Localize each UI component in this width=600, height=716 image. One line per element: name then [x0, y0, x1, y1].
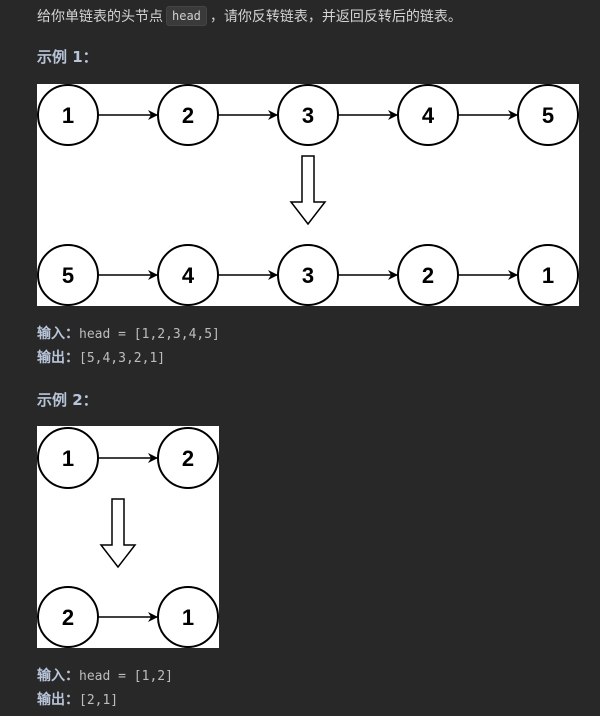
down-arrow-icon	[99, 498, 137, 569]
example-1-diagram-svg: 1 2 3 4 5 5 4 3 2 1	[37, 84, 579, 306]
inline-code-head: head	[166, 6, 207, 26]
input-value: head = [1,2,3,4,5]	[79, 327, 220, 342]
svg-text:1: 1	[542, 263, 554, 288]
node-top-5: 5	[517, 84, 579, 146]
example-1-input: 输入：head = [1,2,3,4,5]	[37, 322, 220, 347]
svg-text:4: 4	[182, 263, 195, 288]
svg-text:2: 2	[182, 103, 194, 128]
node-top-2: 2	[157, 427, 219, 489]
node-bottom-3: 3	[277, 244, 339, 306]
node-top-4: 4	[397, 84, 459, 146]
node-bottom-1: 2	[37, 586, 99, 648]
node-top-1: 1	[37, 84, 99, 146]
node-top-2: 2	[157, 84, 219, 146]
node-bottom-2: 1	[157, 586, 219, 648]
node-top-3: 3	[277, 84, 339, 146]
input-label: 输入：	[37, 668, 79, 684]
output-value: [2,1]	[79, 693, 119, 708]
example-2-output: 输出：[2,1]	[37, 688, 118, 713]
example-2-diagram-svg: 1 2 2 1	[37, 427, 219, 648]
description-text-start: 给你单链表的头节点	[37, 9, 163, 25]
svg-text:2: 2	[182, 446, 194, 471]
svg-text:4: 4	[422, 103, 435, 128]
svg-text:5: 5	[62, 263, 74, 288]
node-bottom-4: 2	[397, 244, 459, 306]
node-bottom-5: 1	[517, 244, 579, 306]
node-bottom-2: 4	[157, 244, 219, 306]
description-text-end: ，请你反转链表，并返回反转后的链表。	[209, 9, 462, 25]
example-2-input: 输入：head = [1,2]	[37, 664, 173, 689]
output-label: 输出：	[37, 350, 79, 366]
svg-text:5: 5	[542, 103, 554, 128]
example-1-title: 示例 1：	[37, 48, 98, 66]
svg-text:1: 1	[62, 446, 74, 471]
node-bottom-1: 5	[37, 244, 99, 306]
example-2-title: 示例 2：	[37, 391, 98, 409]
svg-text:3: 3	[302, 103, 314, 128]
svg-text:1: 1	[182, 605, 194, 630]
svg-text:1: 1	[62, 103, 74, 128]
svg-text:2: 2	[422, 263, 434, 288]
example-1-diagram: 1 2 3 4 5 5 4 3 2 1	[37, 84, 579, 306]
output-value: [5,4,3,2,1]	[79, 351, 166, 366]
down-arrow-icon	[289, 155, 327, 226]
input-value: head = [1,2]	[79, 669, 173, 684]
input-label: 输入：	[37, 326, 79, 342]
example-1-output: 输出：[5,4,3,2,1]	[37, 346, 165, 371]
output-label: 输出：	[37, 692, 79, 708]
svg-text:2: 2	[62, 605, 74, 630]
node-top-1: 1	[37, 427, 99, 489]
svg-text:3: 3	[302, 263, 314, 288]
example-2-diagram: 1 2 2 1	[37, 426, 219, 648]
